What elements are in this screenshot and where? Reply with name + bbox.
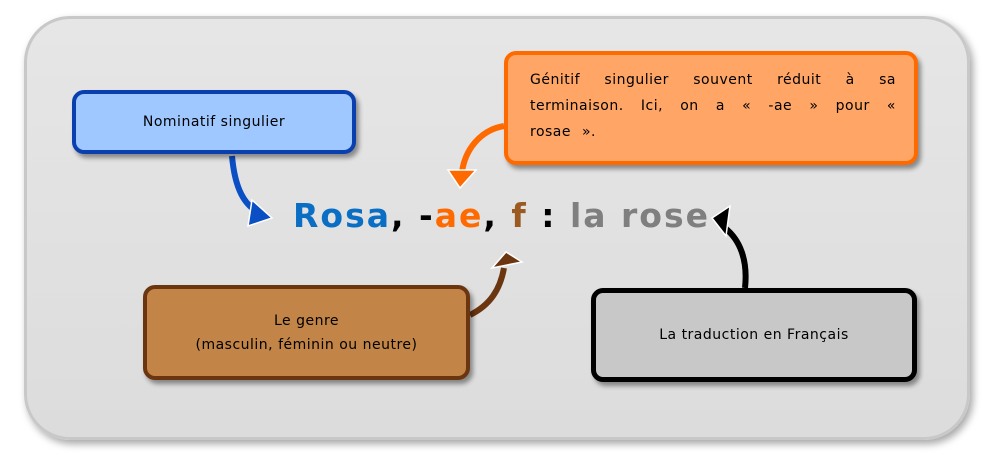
arrow-gender (468, 267, 507, 318)
entry-separator: , - (391, 196, 435, 235)
entry-translation: la rose (569, 196, 711, 235)
arrowhead-gender (489, 251, 524, 270)
entry-word: Rosa (293, 196, 391, 235)
nominative-box: Nominatif singulier (72, 90, 356, 154)
genitive-box: Génitif singulier souvent réduit à sa te… (504, 51, 918, 165)
entry-colon: : (527, 196, 570, 235)
dictionary-entry: Rosa, -ae, f : la rose (293, 196, 710, 235)
arrow-genitive (459, 123, 505, 173)
translation-box: La traduction en Français (591, 288, 917, 382)
entry-gender: f (511, 196, 528, 235)
entry-separator: , (483, 196, 512, 235)
gender-box: Le genre (masculin, féminin ou neutre) (143, 285, 470, 380)
arrowhead-translation (710, 204, 731, 238)
nominative-label: Nominatif singulier (142, 114, 286, 130)
arrow-translation (723, 225, 749, 289)
arrowhead-nominative (247, 198, 274, 228)
entry-ending: ae (434, 196, 484, 235)
arrowhead-genitive (446, 169, 478, 190)
genitive-label: Génitif singulier souvent réduit à sa te… (530, 72, 896, 140)
gender-label: Le genre (273, 312, 340, 329)
gender-sublabel: (masculin, féminin ou neutre) (195, 336, 418, 353)
translation-label: La traduction en Français (659, 327, 849, 343)
